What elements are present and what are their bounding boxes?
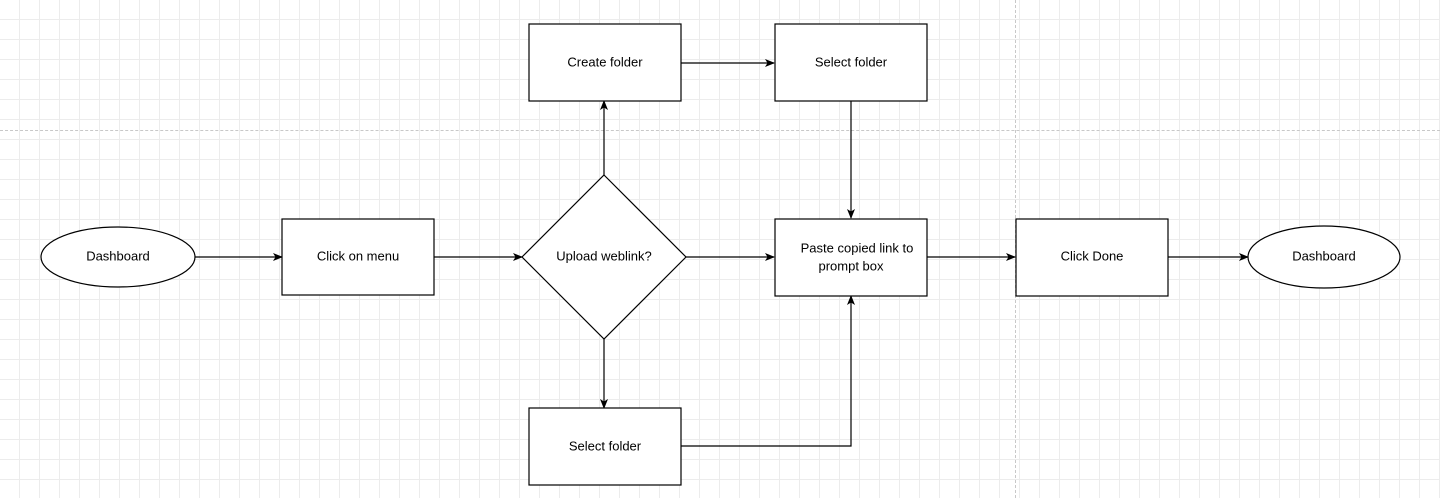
node-end-dashboard-label: Dashboard	[1292, 248, 1356, 263]
node-paste-copied-link[interactable]: Paste copied link to prompt box	[774, 218, 928, 297]
node-select-folder-bottom-label: Select folder	[569, 438, 642, 453]
edge-select-folder-bottom-to-paste-link[interactable]	[681, 295, 855, 447]
node-start-dashboard[interactable]: Dashboard	[40, 226, 196, 288]
node-decision-label: Upload weblink?	[556, 248, 651, 263]
node-start-dashboard-label: Dashboard	[86, 248, 150, 263]
node-click-on-menu-label: Click on menu	[317, 248, 399, 263]
node-click-done[interactable]: Click Done	[1015, 218, 1169, 297]
node-create-folder[interactable]: Create folder	[528, 23, 682, 102]
node-click-on-menu[interactable]: Click on menu	[281, 218, 435, 296]
node-select-folder-top-label: Select folder	[815, 54, 888, 69]
edges	[195, 59, 1249, 447]
node-paste-link-label-line-2: prompt box	[818, 258, 884, 273]
page-break-horizontal	[0, 130, 1440, 131]
node-click-done-label: Click Done	[1061, 248, 1124, 263]
node-select-folder-bottom[interactable]: Select folder	[528, 407, 682, 486]
node-select-folder-top[interactable]: Select folder	[774, 23, 928, 102]
node-decision-upload-weblink[interactable]: Upload weblink?	[521, 174, 687, 340]
node-create-folder-label: Create folder	[567, 54, 643, 69]
node-end-dashboard[interactable]: Dashboard	[1247, 225, 1401, 289]
node-paste-link-label-line-1: Paste copied link to	[801, 240, 914, 255]
